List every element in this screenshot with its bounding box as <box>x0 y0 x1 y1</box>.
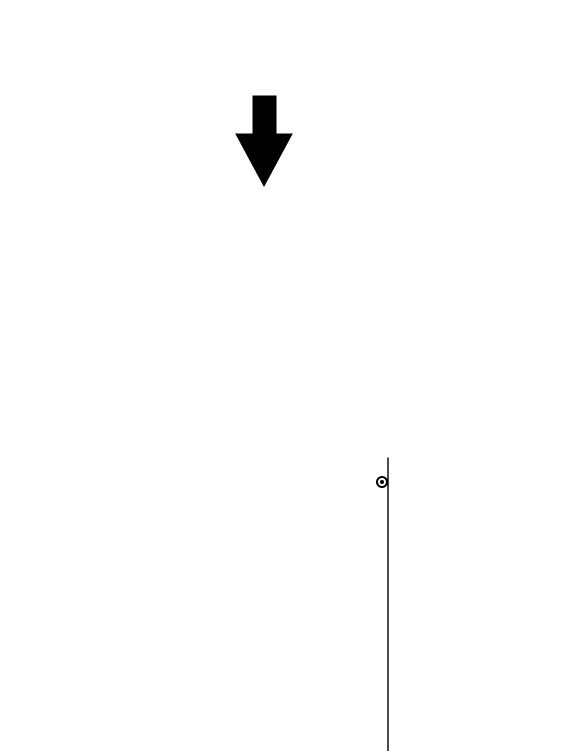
stool-footrest-back <box>414 714 522 744</box>
screw-icon <box>377 477 387 487</box>
stool-back-left-leg <box>322 490 346 751</box>
person-sleeve-cuff <box>96 214 140 236</box>
person-arm-inner <box>47 0 98 238</box>
person-torso-left-edge <box>13 0 38 430</box>
stool-front-corner-leg <box>360 458 408 751</box>
person-arm-outer <box>60 0 104 232</box>
person-shirt-seam <box>24 70 66 268</box>
